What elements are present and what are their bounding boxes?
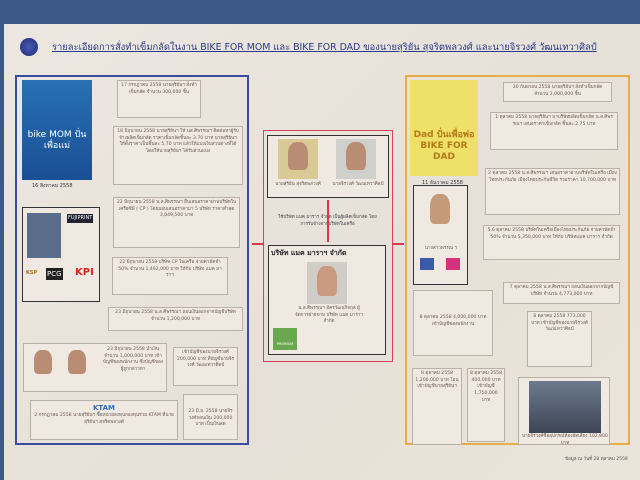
dad-step-3: 2 ตุลาคม 2558 น.ส.ศิพรรณฯ เสนอราคาผ่านบร… [485, 168, 620, 215]
mom-step-3: 22 มิถุนายน 2558 น.ส.ศิพรรณฯ ยื่นเสนอราค… [113, 197, 240, 248]
mom-step-2: 18 มิถุนายน 2558 นายสุริยันฯ ให้ นส.ศิพร… [113, 126, 243, 185]
ksp-logo: KSP [26, 270, 38, 276]
dad-step-8: 8 ตุลาคม 2558 1,200,000 บาท โอนเข้าบัญชี… [412, 368, 462, 445]
right-arrow [393, 243, 404, 245]
bike-for-dad-section [405, 75, 630, 445]
company-name: บริษัท แมค มาราฯ จำกัด [271, 249, 347, 257]
fujiprint-logo: FUJIPRINT [67, 214, 94, 224]
company-box: บริษัท แมค มาราฯ จำกัด น.ส.ศิพรรณฯ อัครว… [268, 245, 386, 355]
suspect-photo [34, 350, 52, 374]
ktam-logo: KTAM [92, 404, 116, 412]
dad-step-4: 5,6 ตุลาคม 2558 บริษัทในเครือเมืองไทยประ… [483, 225, 620, 260]
executive-photo [27, 213, 61, 258]
suspect-photo [68, 350, 86, 374]
dad-step-6: 8 ตุลาคม 2558 4,000,000 บาท เข้าบัญชีของ… [413, 290, 493, 356]
cp-companies-box: FUJIPRINT KSP PCG KPI [22, 207, 100, 302]
employee-photo [430, 194, 450, 224]
muang-thai-life-logo [446, 258, 460, 270]
dad-step-2: 1 ตุลาคม 2558 นายสุริยันฯ มาบริษัทผลิตเข… [490, 112, 618, 150]
suspect-1-photo [288, 142, 308, 170]
kpi-logo: KPI [75, 267, 94, 278]
dad-event-date: 11 ธันวาคม 2558 [422, 180, 463, 186]
mom-step-5: 23 มิถุนายน 2558 น.ส.ศิพรรณฯ ถอนเงินออกจ… [108, 307, 243, 331]
down-arrow [327, 200, 329, 242]
bike-for-dad-logo: Dad ปั่นเพื่อพ่อ BIKE FOR DAD [410, 80, 478, 176]
suspect-2-photo [346, 142, 366, 170]
mom-step-1: 17 กรกฎาคม 2558 นายสุริยันฯ สั่งทำเข็มกล… [117, 80, 201, 118]
muang-thai-logo [420, 258, 434, 270]
dad-step-1: 30 กันยายน 2558 นายสุริยันฯ สั่งทำเข็มกล… [503, 82, 612, 102]
poster-title: รายละเอียดการสั่งทำเข็มกลัดในงาน BIKE FO… [52, 42, 597, 53]
dad-step-9: 8 ตุลาคม 2558 400,000 บาท เข้าบัญชี 1,75… [467, 368, 505, 442]
mom-event-date: 16 สิงหาคม 2558 [32, 183, 73, 189]
studio-equipment-photo [529, 381, 601, 433]
pcg-logo: PCG [46, 268, 63, 281]
data-date-footer: ข้อมูล ณ วันที่ 28 ตุลาคม 2558 [565, 457, 628, 462]
employee-box: นางสาวพรรณ ฯ [413, 185, 468, 285]
suspect-1-name: นายสุริยัน สุจริตพลวงศ์ [275, 182, 321, 187]
dad-step-7: 8 ตุลาคม 2558 773,000 บาท เข้าบัญชีของนา… [527, 311, 592, 367]
bike-for-mom-logo: bike MOM ปั่นเพื่อแม่ [22, 80, 92, 180]
manager-photo [317, 266, 337, 296]
police-seal-logo [20, 38, 38, 56]
mom-step-4: 22 มิถุนายน 2558 บริษัท CP ในเครือ จ่ายค… [112, 257, 228, 295]
dad-step-5: 7 ตุลาคม 2558 น.ส.ศิพรรณฯ ถอนเงินออกจากบ… [503, 282, 620, 304]
mom-step-6: 23 มิถุนายน 2558 นำเงิน จำนวน 1,000,000 … [23, 343, 167, 392]
center-section [263, 130, 393, 362]
suspects-box: นายสุริยัน สุจริตพลวงศ์ นายจิรวงศ์ วัฒนเ… [267, 135, 389, 198]
suspect-2-name: นายจิรวงศ์ วัฒนเทวาศิลป์ [332, 182, 384, 187]
left-arrow [252, 243, 263, 245]
manager-caption: น.ส.ศิพรรณฯ อัครวัฒนกิจกุล ผู้จัดการฝ่าย… [295, 306, 363, 325]
mom-step-8: KTAM 2 กรกฎาคม 2558 นายสุริยันฯ ซื้อหน่ว… [30, 400, 178, 440]
mom-step-9: 23 มิ.ย. 2558 นายจิรวงศ์ถอนเงิน 200,000 … [183, 394, 238, 440]
premium-logo: PREMIUM [273, 328, 297, 350]
bike-for-mom-section [15, 75, 249, 445]
dad-step-10: นายจิรวงศ์ซื้ออุปกรณ์ห้องอัดเสียง 102,80… [518, 377, 610, 446]
mom-step-7: เข้าบัญชีของนายจิรวงศ์ 200,000 บาท ที่บั… [173, 347, 238, 386]
